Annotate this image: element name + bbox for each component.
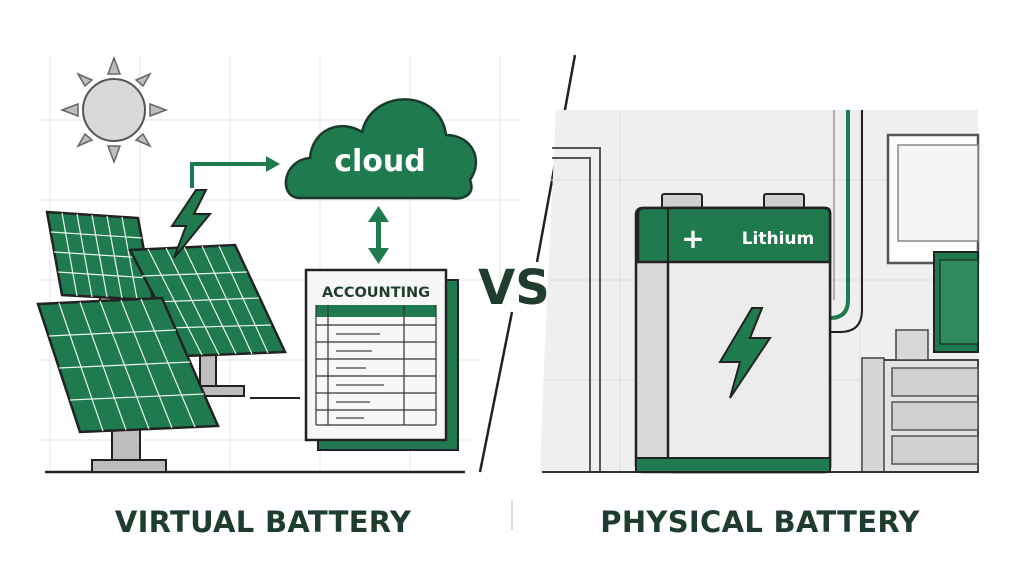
cloud-label: cloud <box>334 144 426 179</box>
virtual-battery-caption: VIRTUAL BATTERY <box>114 505 412 539</box>
accounting-sheet-icon: ACCOUNTING <box>304 268 459 451</box>
cloud-icon: cloud <box>284 98 478 200</box>
lightning-bolt-icon <box>170 189 213 259</box>
flow-arrow <box>190 156 280 188</box>
sun-icon <box>59 55 169 165</box>
battery-plus-sign: + <box>681 222 704 255</box>
vs-label: VS <box>478 260 550 316</box>
battery-label: Lithium <box>742 229 815 249</box>
solar-panel-icon <box>36 296 220 473</box>
lightning-bolt-icon <box>718 307 772 399</box>
ledger-title: ACCOUNTING <box>322 285 430 301</box>
battery-icon: + Lithium <box>634 193 832 474</box>
diagonal-divider-bottom <box>478 311 514 473</box>
bidirectional-arrow-icon <box>368 206 389 264</box>
physical-battery-caption: PHYSICAL BATTERY <box>600 505 920 539</box>
